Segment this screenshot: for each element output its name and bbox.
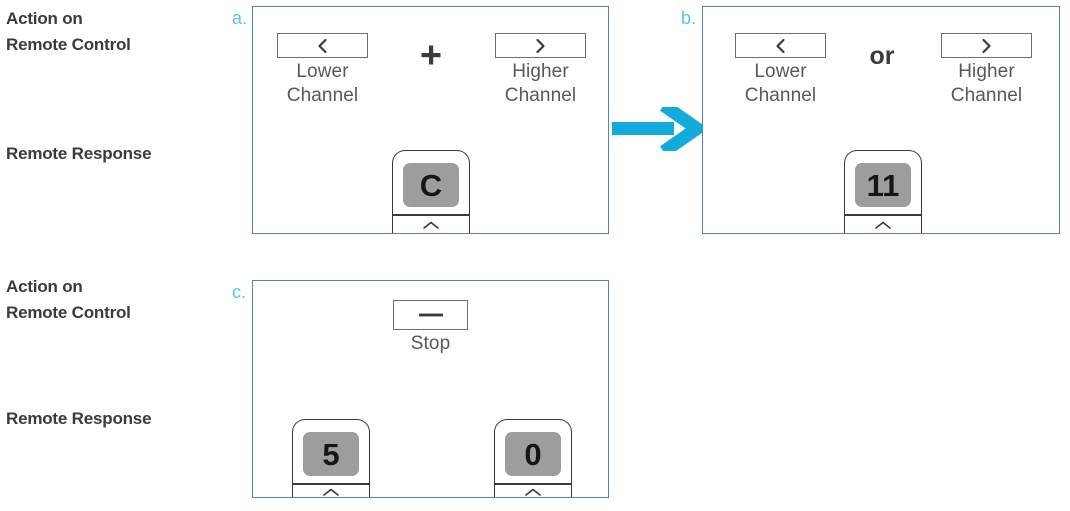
chevron-right-icon [980,37,993,55]
higher-channel-caption-b: Higher Channel [950,61,1023,106]
remote-divider [293,483,369,485]
remote-display-c-left: 5 [303,432,359,476]
label-bottom-action-on-remote-control: Action on Remote Control [6,277,131,323]
lower-channel-caption-b: Lower Channel [744,61,817,106]
chevron-left-icon [774,37,787,55]
remote-up-chevron-icon [292,485,370,497]
panel-c: Stop 5 0 [252,280,609,498]
panel-letter-a: a. [232,8,248,28]
minus-icon [418,311,444,319]
flow-arrow-right-icon [612,99,709,158]
or-connector-label: or [869,42,895,70]
remote-up-chevron-icon [844,216,922,233]
remote-device-b: 11 [844,150,922,233]
higher-channel-key-a[interactable] [495,33,586,58]
panel-b: Lower Channel or Higher Channel 11 [702,6,1060,234]
lower-channel-caption-a: Lower Channel [286,61,359,106]
remote-device-c-left: 5 [292,419,370,497]
label-bottom-remote-response: Remote Response [6,409,152,428]
remote-divider [393,214,469,216]
higher-channel-caption-a: Higher Channel [504,61,577,106]
remote-up-chevron-icon [494,485,572,497]
stop-caption-c: Stop [410,333,451,354]
remote-device-a: C [392,150,470,233]
higher-channel-key-b[interactable] [941,33,1032,58]
panel-letter-b: b. [681,8,697,28]
lower-channel-key-b[interactable] [735,33,826,58]
remote-divider [845,214,921,216]
label-top-action-on-remote-control: Action on Remote Control [6,9,131,55]
remote-device-c-right: 0 [494,419,572,497]
panel-letter-c: c. [232,282,247,302]
stop-key-c[interactable] [393,300,468,330]
plus-icon [411,41,451,69]
label-top-remote-response: Remote Response [6,144,152,163]
lower-channel-key-a[interactable] [277,33,368,58]
chevron-right-icon [534,37,547,55]
panel-a: Lower Channel Higher Channel C [252,6,609,234]
chevron-left-icon [316,37,329,55]
remote-up-chevron-icon [392,216,470,233]
remote-display-b: 11 [855,163,911,207]
remote-display-a: C [403,163,459,207]
remote-display-c-right: 0 [505,432,561,476]
remote-divider [495,483,571,485]
